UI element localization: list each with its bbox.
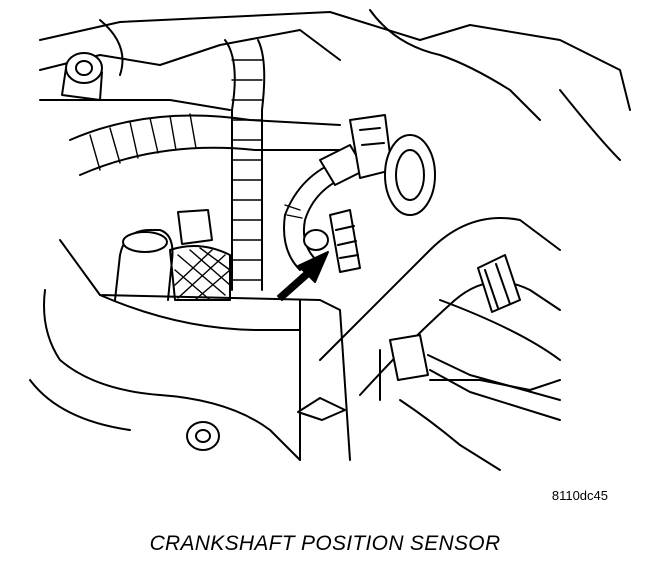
hose-left-clamp (114, 209, 213, 301)
upper-bolt (61, 52, 103, 101)
hose-clamp-right (477, 254, 521, 313)
engine-bay-illustration (29, 9, 631, 471)
crankshaft-position-sensor (303, 209, 361, 273)
lower-right-connector (379, 299, 561, 471)
bracket-tab (297, 397, 346, 421)
engine-upper-cover (39, 9, 631, 161)
figure-caption: CRANKSHAFT POSITION SENSOR (149, 532, 501, 555)
bell-housing (29, 239, 351, 461)
round-housing (384, 134, 436, 216)
corrugated-hose-left (69, 113, 341, 176)
braided-harness (169, 245, 231, 301)
figure-reference-code: 8110dc45 (551, 488, 608, 503)
wire-harness-vertical (224, 39, 266, 291)
sensor-wire-loop (283, 159, 351, 271)
pointer-arrow (277, 251, 329, 301)
lower-bolt (186, 421, 220, 451)
